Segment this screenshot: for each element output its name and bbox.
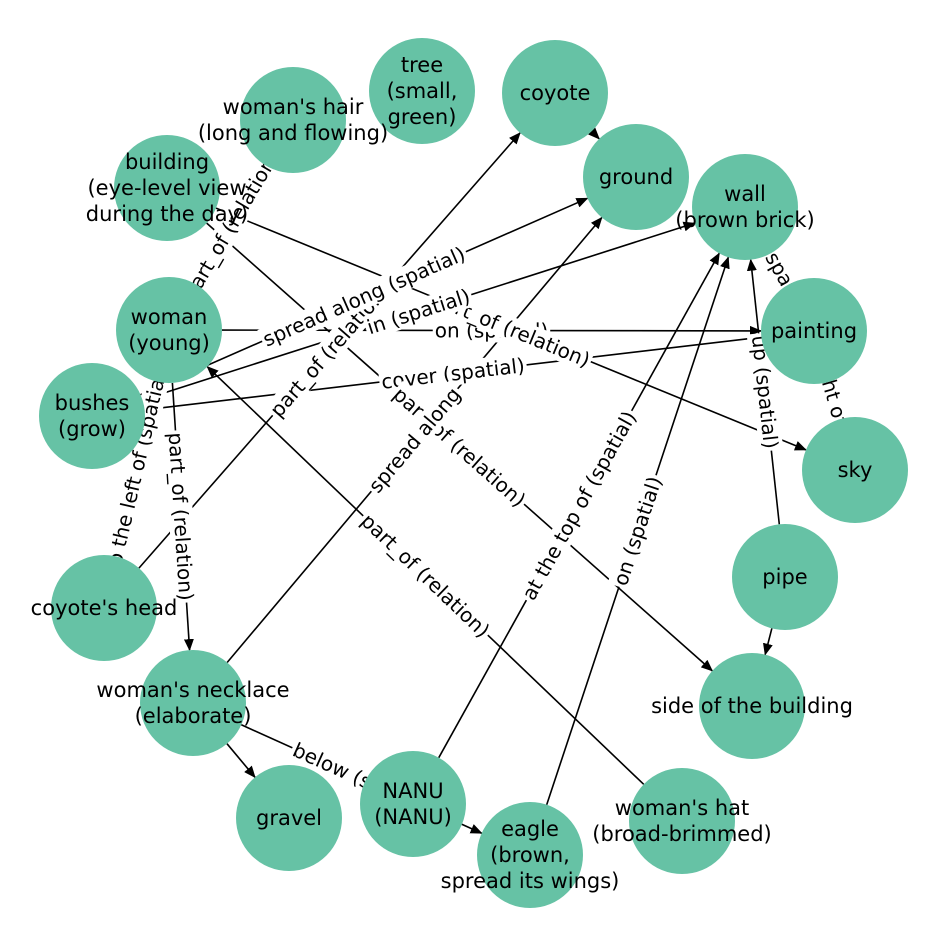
node-label: sky [838, 458, 873, 482]
node-label: ground [599, 165, 673, 189]
node-bushes: bushes(grow) [39, 363, 145, 469]
node-circle [360, 751, 466, 857]
node-label: (eye-level view [87, 176, 246, 200]
node-label: (small, [387, 79, 458, 103]
node-label: wall [724, 182, 766, 206]
node-label: (broad-brimmed) [592, 822, 771, 846]
node-gravel: gravel [236, 765, 342, 871]
node-circle [116, 277, 222, 383]
node-hat: woman's hat(broad-brimmed) [592, 768, 772, 874]
node-nanu: NANU(NANU) [360, 751, 466, 857]
node-sky: sky [802, 417, 908, 523]
edge-label-background [176, 144, 286, 306]
node-label: (brown, [490, 843, 570, 867]
node-coyote: coyote [502, 40, 608, 146]
node-ground: ground [583, 124, 689, 230]
node-eagle: eagle(brown,spread its wings) [441, 802, 620, 908]
edge-label-background [257, 240, 471, 353]
node-woman: woman(young) [116, 277, 222, 383]
node-circle [802, 417, 908, 523]
node-painting: painting [761, 278, 867, 384]
node-label: (long and flowing) [198, 121, 388, 145]
node-circle [114, 135, 220, 241]
edge-label-background [378, 352, 528, 395]
node-label: pipe [762, 565, 807, 589]
node-pipe: pipe [732, 524, 838, 630]
node-circle [369, 38, 475, 144]
node-label: building [125, 150, 209, 174]
edge-label-background [362, 381, 467, 499]
edge-label-group: on (spatial) [607, 471, 668, 591]
node-label: NANU [382, 779, 443, 803]
node-wall: wall(brown brick) [675, 154, 815, 260]
node-circle [732, 524, 838, 630]
node-label: (NANU) [374, 805, 452, 829]
node-hair: woman's hair(long and flowing) [198, 67, 388, 173]
node-label: spread its wings) [441, 869, 620, 893]
node-label: tree [401, 53, 443, 77]
node-circle [692, 154, 798, 260]
edge-label: part_of (relation) [356, 509, 494, 643]
node-side: side of the building [651, 653, 853, 759]
edge-label-background [515, 405, 643, 606]
node-label: eagle [501, 817, 559, 841]
edge-label-group: part_of (relation) [163, 429, 199, 604]
node-label: woman's hair [223, 95, 364, 119]
edge-necklace-to-gravel [226, 743, 256, 779]
nodes-layer: tree(small,green) coyote woman's hair(long… [31, 38, 908, 908]
edge-label-group: up (spatial) [746, 332, 784, 452]
node-label: (grow) [58, 417, 126, 441]
node-circle [477, 802, 583, 908]
node-coyote-head: coyote's head [31, 555, 178, 661]
edge-coyote-to-ground [587, 127, 600, 140]
node-label: woman's hat [615, 796, 749, 820]
node-label: gravel [256, 806, 322, 830]
node-label: painting [771, 319, 857, 343]
edge-label-background [607, 471, 668, 591]
node-circle [761, 278, 867, 384]
node-circle [502, 40, 608, 146]
node-circle [583, 124, 689, 230]
node-label: woman's necklace [96, 678, 289, 702]
node-label: green) [388, 105, 457, 129]
node-circle [240, 67, 346, 173]
node-circle [51, 555, 157, 661]
node-label: (elaborate) [135, 704, 252, 728]
node-label: (brown brick) [675, 208, 814, 232]
node-label: coyote [520, 81, 591, 105]
edge-label-background [100, 361, 173, 577]
node-circle [699, 653, 805, 759]
node-label: bushes [55, 391, 130, 415]
node-tree: tree(small,green) [369, 38, 475, 144]
node-circle [140, 650, 246, 756]
node-label: coyote's head [31, 596, 178, 620]
node-circle [236, 765, 342, 871]
node-label: woman [131, 305, 208, 329]
node-circle [39, 363, 145, 469]
edge-pipe-to-side [763, 628, 773, 656]
edge-label: on (spatial) [608, 473, 667, 588]
edge-label-group: part_of (relation) [354, 507, 497, 644]
edge-label-background [362, 283, 475, 340]
edge-label-background [163, 429, 199, 604]
edge-label: part_of (relation) [164, 432, 199, 602]
node-label: side of the building [651, 694, 853, 718]
node-label: during the day) [86, 202, 248, 226]
edge-label-background [263, 277, 396, 424]
node-label: (young) [128, 331, 210, 355]
node-circle [629, 768, 735, 874]
node-necklace: woman's necklace(elaborate) [96, 650, 290, 756]
edge-label-background [746, 332, 784, 452]
edge-label-background [354, 507, 497, 644]
